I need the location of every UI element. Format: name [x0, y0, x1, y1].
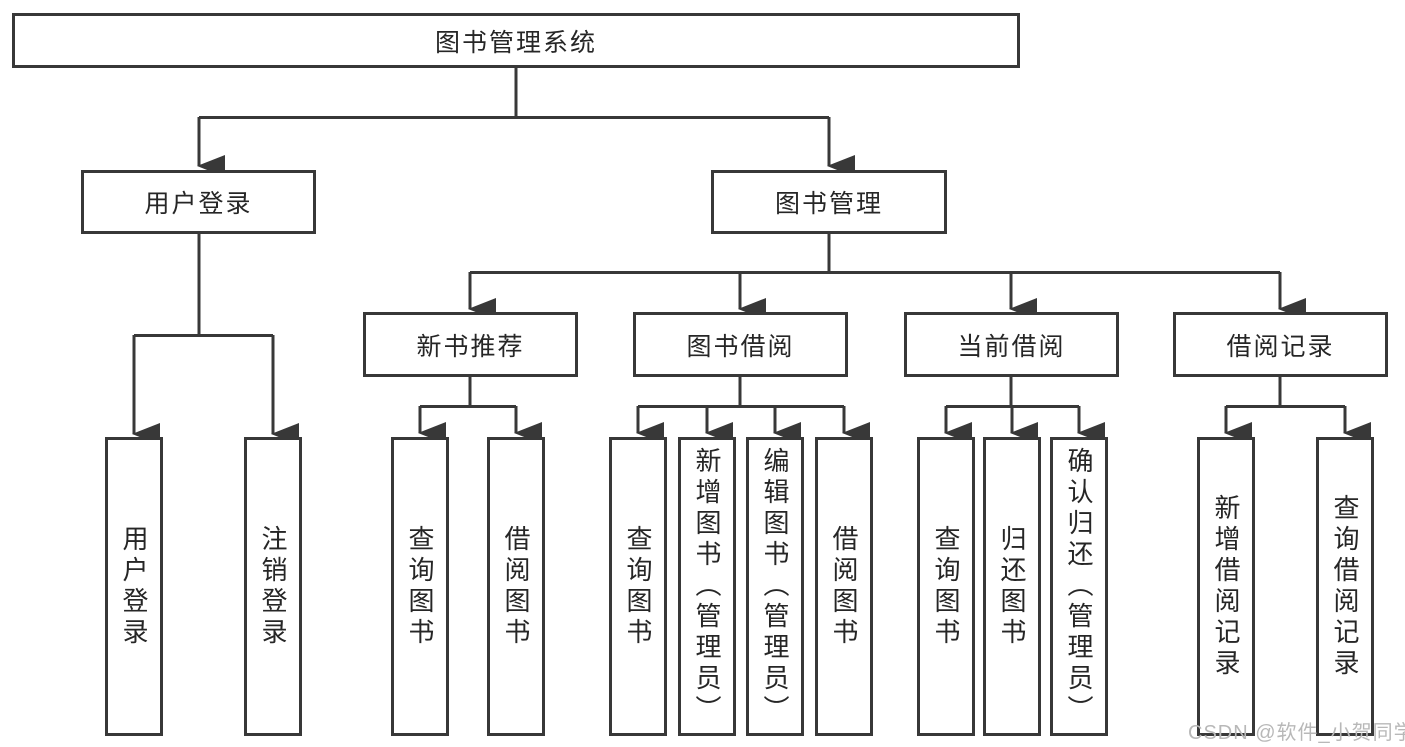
leaf-add-book-admin: 新增图书（管理员） — [678, 437, 736, 736]
leaf-label: 注销登录 — [258, 524, 288, 649]
node-current-borrow: 当前借阅 — [904, 312, 1119, 377]
leaf-borrow-books: 借阅图书 — [487, 437, 545, 736]
node-label: 新书推荐 — [416, 332, 525, 361]
leaf-label: 新增借阅记录 — [1211, 493, 1241, 680]
edge-borrow-records-branch — [1226, 375, 1345, 408]
node-label: 借阅记录 — [1226, 332, 1335, 361]
leaf-label: 借阅图书 — [501, 524, 531, 649]
node-label: 图书管理 — [774, 190, 883, 218]
leaf-label: 新增图书（管理员） — [692, 447, 722, 726]
leaf-logout: 注销登录 — [244, 437, 302, 736]
node-new-book-recommend: 新书推荐 — [363, 312, 578, 377]
edge-book-borrow-branch — [638, 375, 844, 408]
leaf-query-books: 查询图书 — [391, 437, 449, 736]
node-label: 当前借阅 — [957, 332, 1066, 361]
leaf-borrow-books: 借阅图书 — [815, 437, 873, 736]
leaf-user-login: 用户登录 — [105, 437, 163, 736]
leaf-label: 确认归还（管理员） — [1064, 447, 1094, 726]
csdn-watermark: CSDN @软件_小贺同学 — [1188, 722, 1405, 744]
leaf-query-books: 查询图书 — [609, 437, 667, 736]
leaf-return-book: 归还图书 — [983, 437, 1041, 736]
leaf-label: 编辑图书（管理员） — [760, 447, 790, 726]
leaf-label: 归还图书 — [997, 524, 1027, 649]
node-label: 用户登录 — [144, 190, 253, 218]
leaf-label: 借阅图书 — [829, 524, 859, 649]
node-label: 图书借阅 — [686, 332, 795, 361]
node-borrow-records: 借阅记录 — [1173, 312, 1388, 377]
edge-root-branch — [199, 66, 829, 119]
leaf-query-books: 查询图书 — [917, 437, 975, 736]
leaf-query-borrow-record: 查询借阅记录 — [1316, 437, 1374, 736]
leaf-confirm-return-admin: 确认归还（管理员） — [1050, 437, 1108, 736]
leaf-label: 用户登录 — [119, 524, 149, 649]
leaf-label: 查询图书 — [623, 524, 653, 649]
edge-current-borrow-branch — [946, 375, 1079, 408]
leaf-edit-book-admin: 编辑图书（管理员） — [746, 437, 804, 736]
leaf-label: 查询图书 — [405, 524, 435, 649]
node-book-management: 图书管理 — [711, 170, 947, 234]
node-user-login: 用户登录 — [81, 170, 316, 234]
node-book-borrow: 图书借阅 — [633, 312, 848, 377]
node-root-system: 图书管理系统 — [12, 13, 1020, 68]
leaf-label: 查询图书 — [931, 524, 961, 649]
edge-new-book-recommend-branch — [420, 375, 516, 408]
node-label: 图书管理系统 — [434, 28, 597, 57]
edge-user-login-branch — [134, 232, 273, 337]
edge-book-management-branch — [470, 232, 1280, 274]
leaf-label: 查询借阅记录 — [1330, 493, 1360, 680]
leaf-add-borrow-record: 新增借阅记录 — [1197, 437, 1255, 736]
